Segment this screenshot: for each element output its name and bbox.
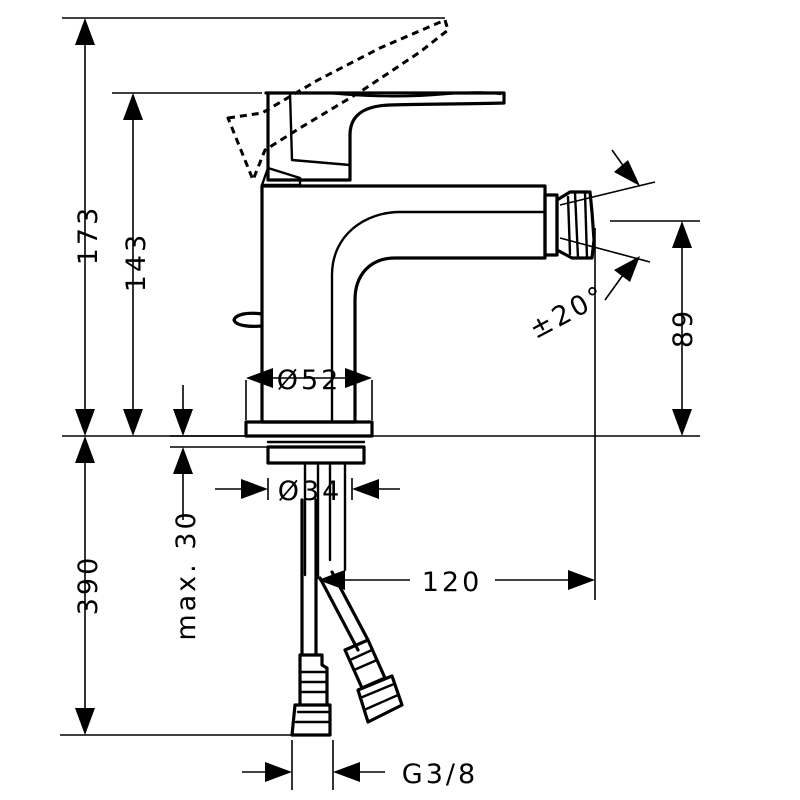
dim-spout-reach: 120 (422, 567, 483, 598)
mounting-shank (266, 445, 366, 465)
lever-top-sweep (328, 91, 502, 98)
dim-body-diameter: Ø52 (277, 365, 342, 396)
lever-inner (288, 91, 352, 167)
hose-right-nut (343, 638, 404, 724)
faucet-outline (226, 18, 596, 737)
dim-height-lever: 143 (121, 232, 152, 293)
hose-left-bottom-nut (290, 653, 332, 737)
base-plate (244, 420, 374, 438)
popup-rod-knob (232, 311, 264, 328)
dim-connection-thread: G3/8 (402, 759, 478, 790)
dim-swivel-angle: ±20° (524, 279, 611, 345)
dimension-labels: 173 143 89 390 max. 30 Ø52 Ø34 120 G3/8 … (73, 205, 699, 790)
dimension-lines (75, 18, 692, 782)
spout-inner-curve (330, 210, 547, 424)
hose-left (300, 498, 318, 657)
dim-height-spout: 89 (668, 308, 699, 348)
mixer-body (260, 184, 547, 424)
spout-outlet (543, 193, 559, 257)
lever-open-position (226, 18, 450, 182)
dim-height-total: 173 (73, 205, 104, 266)
hose-left-thread (294, 670, 332, 724)
lever-handle (264, 91, 506, 182)
extension-lines (60, 17, 700, 790)
swivel-jet-body (555, 190, 596, 260)
dim-shank-diameter: Ø34 (278, 476, 343, 507)
swivel-jet-ring (566, 191, 589, 260)
hose-right-thread (348, 648, 400, 712)
threaded-rod (303, 461, 347, 580)
dim-hose-length: 390 (73, 555, 104, 616)
dim-max-thickness: max. 30 (171, 509, 202, 640)
